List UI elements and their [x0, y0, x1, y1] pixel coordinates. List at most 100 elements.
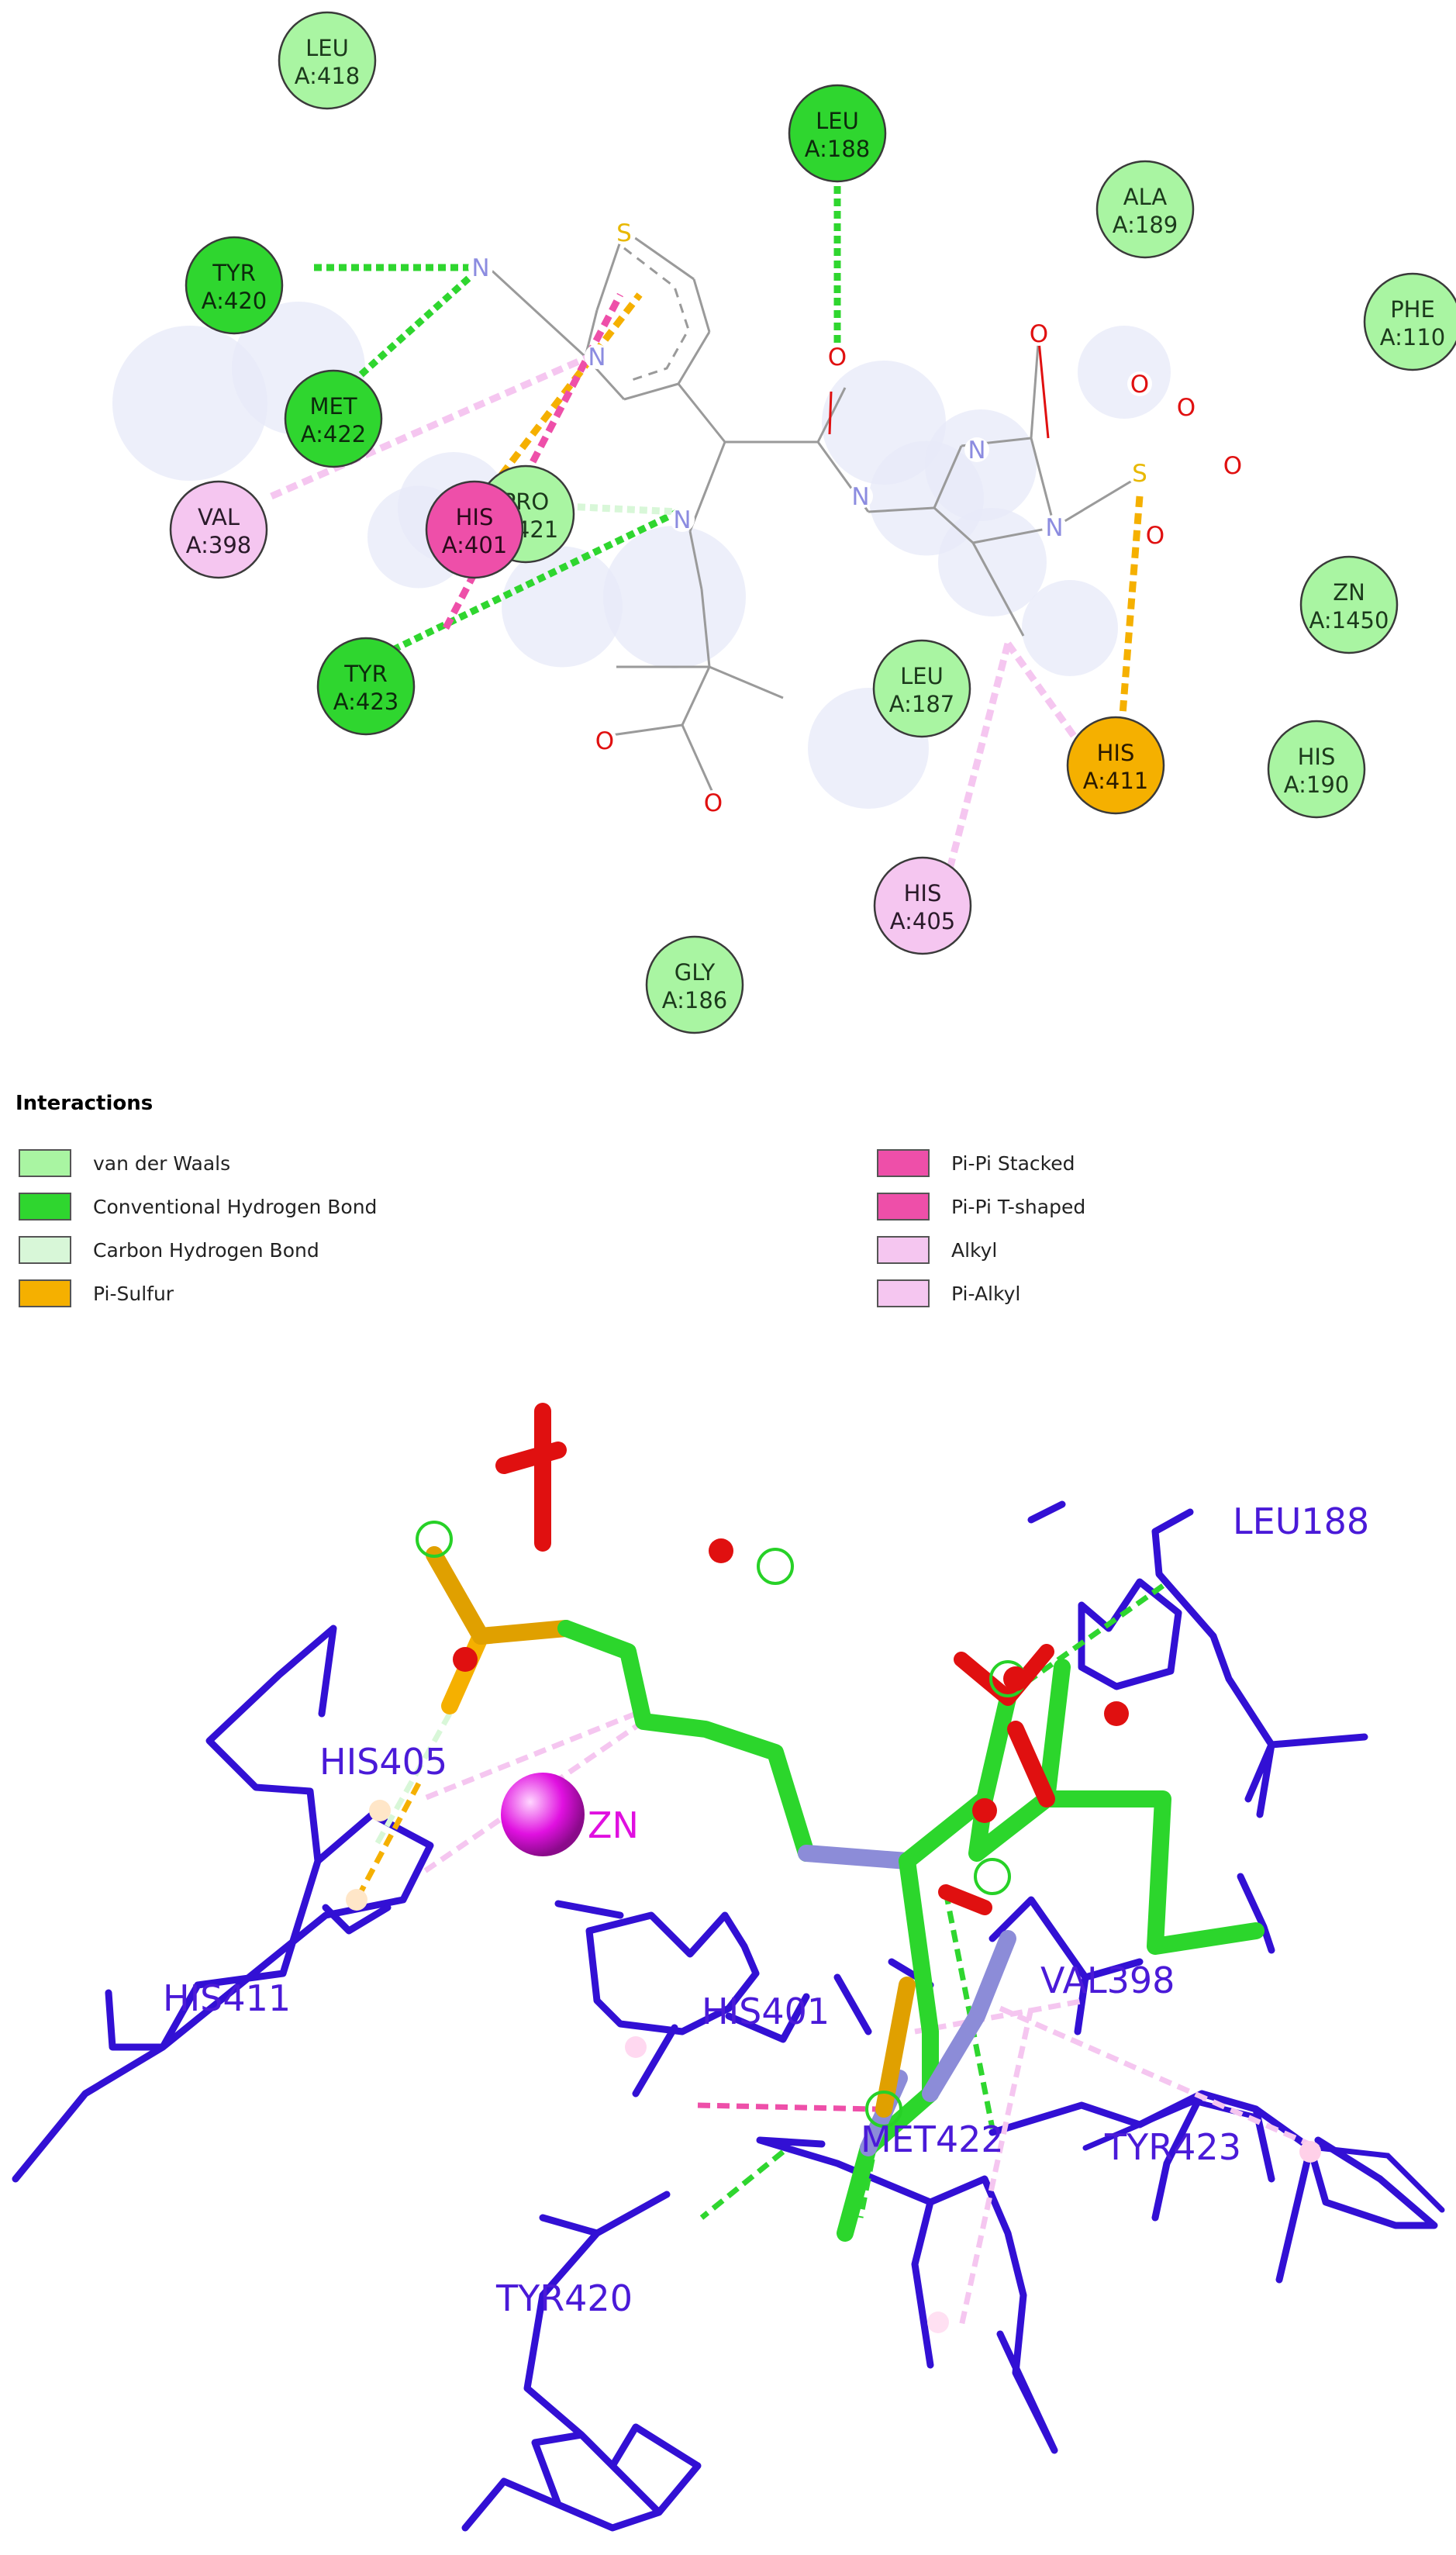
ligand-stick — [968, 1659, 1265, 1955]
aromatic-ring-dashes — [623, 247, 690, 382]
residue-name: PHE — [1390, 296, 1435, 323]
residue-label-tyr423: TYR423 — [1104, 2126, 1241, 2168]
residue-sticks — [756, 2136, 1058, 2454]
residue-disc — [1363, 272, 1456, 371]
sulfonate-oxygens — [495, 1403, 567, 1552]
interaction-line — [1005, 641, 1089, 754]
residue-disc — [788, 84, 887, 183]
residue-id: A:418 — [295, 63, 360, 89]
residue-id: A:423 — [333, 689, 399, 715]
residue-name: TYR — [212, 260, 256, 286]
legend-swatch — [877, 1279, 930, 1307]
legend-item-pi-pi-t-shaped: Pi-Pi T-shaped — [877, 1189, 1085, 1224]
ligand-bond — [1054, 479, 1133, 529]
legend-title: Interactions — [16, 1092, 154, 1115]
ligand-bond — [681, 724, 719, 803]
legend-label: Pi-Pi Stacked — [951, 1151, 1075, 1175]
atom-label-s: S — [1132, 460, 1147, 488]
atom-label-o: O — [1130, 371, 1149, 399]
ligand-bond — [816, 387, 847, 443]
atom-label-s: S — [616, 219, 632, 247]
h-bond-atom-marker — [416, 1521, 453, 1558]
ligand-bond — [677, 331, 711, 385]
residue-id: A:411 — [1083, 768, 1148, 794]
solvent-halo — [1078, 326, 1171, 419]
legend-swatch — [877, 1236, 930, 1264]
atom-knockout — [585, 344, 609, 369]
ligand-bond — [681, 666, 711, 726]
ligand-bond — [584, 309, 599, 357]
h-bond-atom-marker — [865, 2091, 902, 2128]
legend-item-conventional-hydrogen-bond: Conventional Hydrogen Bond — [19, 1189, 377, 1224]
interaction-dash — [697, 2102, 877, 2112]
interaction-dash — [958, 2008, 1034, 2327]
residue-disc — [1066, 716, 1165, 815]
interaction-dash — [373, 1712, 453, 1847]
atom-label-n: N — [673, 506, 691, 534]
legend-label: Carbon Hydrogen Bond — [93, 1238, 319, 1262]
legend-swatch — [877, 1193, 930, 1221]
oxygen-atom — [972, 1798, 997, 1823]
legend-swatch — [19, 1193, 71, 1221]
residue-label-val398: VAL398 — [1040, 1959, 1175, 2001]
oxygen-atom — [709, 1538, 733, 1563]
residue-label-met422: MET422 — [861, 2118, 1004, 2160]
ligand-stick — [922, 1930, 1016, 2102]
residue-id: A:190 — [1284, 772, 1349, 798]
ligand-bond — [623, 229, 695, 281]
atom-knockout — [1220, 453, 1245, 478]
carbonyl-double-bond — [828, 391, 833, 435]
atom-knockout — [1127, 371, 1152, 396]
residue-disc — [1267, 720, 1366, 819]
ligand-bond — [1030, 333, 1040, 439]
residue-id: A:1450 — [1309, 607, 1389, 634]
ligand-stick — [875, 1977, 916, 2118]
residue-sticks — [1151, 1508, 1368, 1818]
atom-label-n: N — [471, 254, 489, 282]
legend-item-alkyl: Alkyl — [877, 1233, 997, 1267]
ligand-bond — [700, 589, 711, 668]
solvent-halo — [1022, 580, 1118, 676]
residue-id: A:401 — [442, 532, 507, 558]
solvent-halo — [502, 546, 623, 668]
interaction-line — [942, 642, 1012, 886]
ligand-bond — [868, 506, 935, 513]
atom-knockout — [1127, 461, 1152, 485]
protein-residue-sticks — [12, 1500, 1445, 2532]
residue-sticks — [554, 1900, 810, 2098]
legend-label: Pi-Alkyl — [951, 1282, 1021, 1305]
pose-markers — [346, 1521, 1321, 2333]
ligand-bond — [933, 506, 975, 544]
residue-name: HIS — [456, 504, 494, 530]
atom-label-n: N — [851, 483, 869, 511]
atom-label-o: O — [1177, 394, 1196, 422]
atom-knockout — [612, 220, 637, 245]
atom-knockout — [1026, 321, 1051, 346]
ligand-stick — [1007, 1721, 1055, 1807]
legend-item-carbon-hydrogen-bond: Carbon Hydrogen Bond — [19, 1233, 319, 1267]
legend-swatch — [19, 1236, 71, 1264]
residue-id: A:422 — [301, 421, 366, 447]
interaction-dash — [421, 1719, 645, 1875]
residue-label-zn: ZN — [588, 1804, 639, 1846]
residue-disc — [278, 11, 377, 110]
residue-label-his405: HIS405 — [319, 1741, 447, 1783]
atom-label-n: N — [588, 344, 606, 371]
interaction-line — [270, 353, 591, 500]
oxygen-atom — [1003, 1666, 1028, 1691]
solvent-halo — [925, 409, 1037, 521]
residue-zn-1450: ZNA:1450 — [1299, 555, 1399, 654]
residue-sticks — [988, 2090, 1438, 2284]
legend-label: Conventional Hydrogen Bond — [93, 1195, 378, 1218]
residue-name: VAL — [198, 504, 240, 530]
